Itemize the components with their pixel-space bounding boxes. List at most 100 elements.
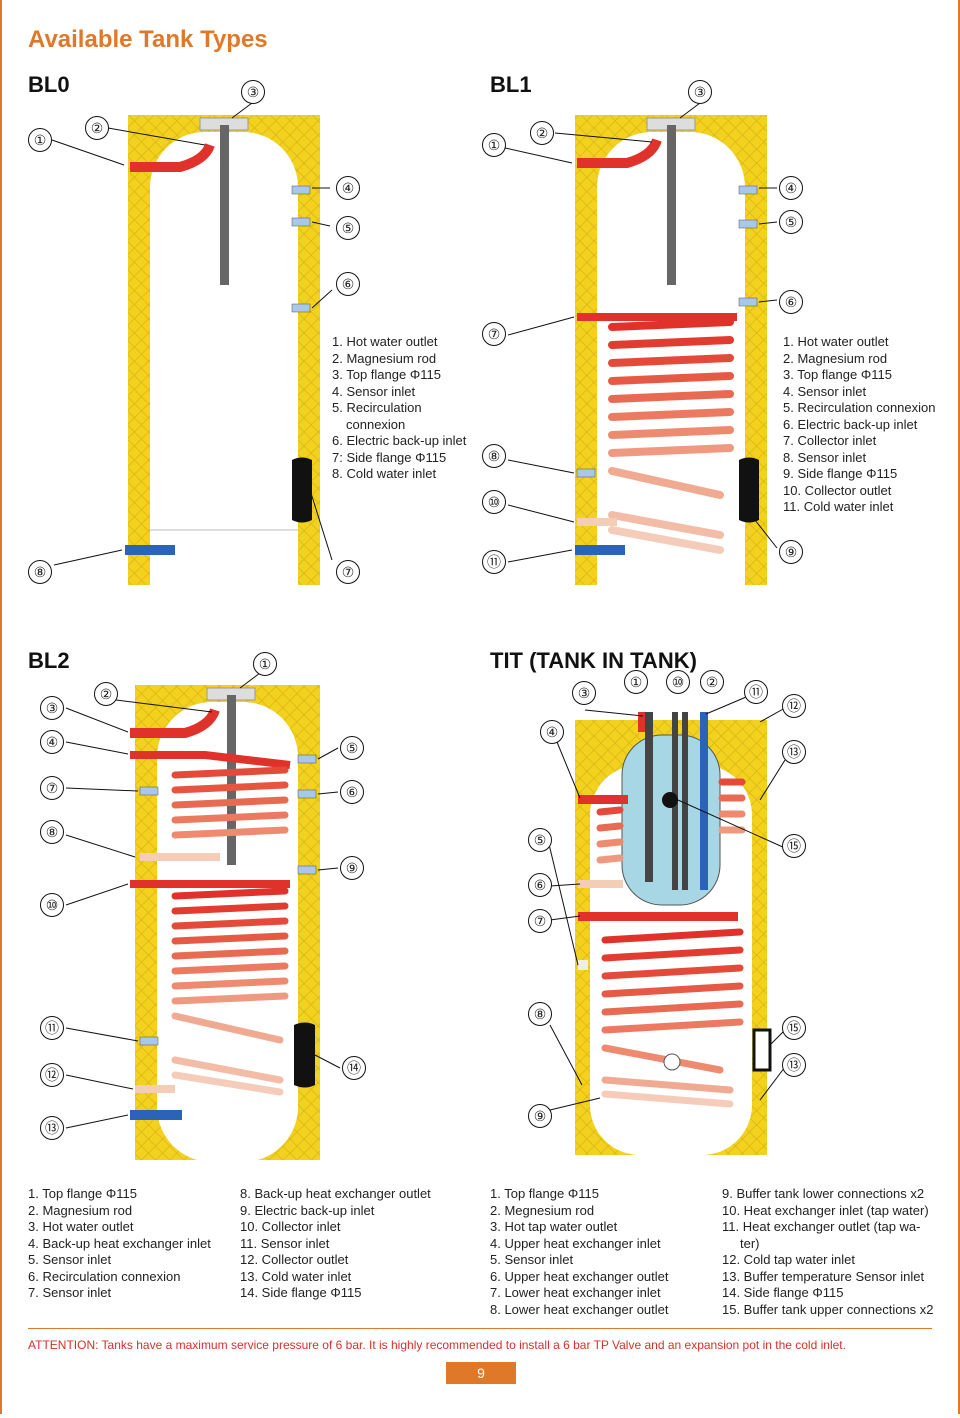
bl2-heading: BL2 <box>28 648 70 673</box>
bl1-callout-1: ① <box>482 133 506 157</box>
bl2-callout-7: ⑦ <box>40 776 64 800</box>
tit-legend-item: 15. Buffer tank upper connections x2 <box>722 1301 934 1317</box>
tit-callout-12: ⑫ <box>782 694 806 718</box>
tit-callout-2: ② <box>700 670 724 694</box>
bl1-callout-5: ⑤ <box>779 210 803 234</box>
bl0-legend-item: 3. Top flange Φ115 <box>332 367 441 382</box>
bl0-callout-4: ④ <box>336 176 360 200</box>
tit-legend-item: 5. Sensor inlet <box>490 1252 574 1267</box>
bl0-callout-5: ⑤ <box>336 216 360 240</box>
bl1-legend-item: 3. Top flange Φ115 <box>783 367 892 382</box>
tit-heading: TIT (TANK IN TANK) <box>490 648 697 673</box>
bl1-callout-9: ⑨ <box>779 540 803 564</box>
tit-legend-item: 1. Top flange Φ115 <box>490 1186 599 1201</box>
bl1-callout-6: ⑥ <box>779 290 803 314</box>
bl2-legend-col2: 8. Back-up heat exchanger outlet 9. Elec… <box>240 1186 431 1302</box>
bl1-legend-item: 10. Collector outlet <box>783 482 892 498</box>
tit-legend-item: 8. Lower heat exchanger outlet <box>490 1301 669 1317</box>
bl0-tank-drawing <box>51 102 333 590</box>
tit-callout-6: ⑥ <box>528 873 552 897</box>
bl1-callout-10: ⑩ <box>482 490 506 514</box>
bl2-legend-item: 13. Cold water inlet <box>240 1268 352 1284</box>
bl0-legend-item: 5. Recirculation <box>332 400 422 415</box>
bl1-legend-item: 1. Hot water outlet <box>783 334 889 349</box>
bl2-legend-item: 12. Collector outlet <box>240 1252 349 1267</box>
bl0-legend-item: 7: Side flange Φ115 <box>332 449 447 465</box>
bl1-legend-item: 8. Sensor inlet <box>783 449 867 465</box>
bl2-legend-item: 9. Electric back-up inlet <box>240 1202 375 1218</box>
page-title: Available Tank Types <box>28 26 268 53</box>
bl1-callout-2: ② <box>530 121 554 145</box>
tit-callout-15-bottom: ⑮ <box>782 1016 806 1040</box>
bl2-callout-2: ② <box>94 682 118 706</box>
bl1-callout-11: ⑪ <box>482 550 506 574</box>
bl2-callout-3: ③ <box>40 696 64 720</box>
bl2-legend-item: 5. Sensor inlet <box>28 1252 112 1267</box>
bl1-callout-8: ⑧ <box>482 444 506 468</box>
tit-callout-10: ⑩ <box>666 670 690 694</box>
bl1-legend: 1. Hot water outlet 2. Magnesium rod 3. … <box>783 334 935 516</box>
bl2-legend-item: 4. Back-up heat exchanger inlet <box>28 1235 211 1251</box>
bl2-callout-12: ⑫ <box>40 1063 64 1087</box>
bl1-callout-7: ⑦ <box>482 322 506 346</box>
tit-legend-item: 10. Heat exchanger inlet (tap water) <box>722 1202 929 1218</box>
bl0-callout-3: ③ <box>241 80 265 104</box>
bl0-callout-7: ⑦ <box>336 560 360 584</box>
tit-tank-drawing <box>547 691 786 1155</box>
tit-callout-8: ⑧ <box>528 1002 552 1026</box>
bl2-legend-item: 6. Recirculation connexion <box>28 1268 181 1284</box>
bl0-callout-8: ⑧ <box>28 560 52 584</box>
tit-callout-3: ③ <box>572 681 596 705</box>
tit-legend-item: 6. Upper heat exchanger outlet <box>490 1268 669 1284</box>
bl1-callout-4: ④ <box>779 176 803 200</box>
tit-callout-4: ④ <box>540 720 564 744</box>
bl2-legend-item: 11. Sensor inlet <box>240 1235 330 1251</box>
tit-legend-item: 7. Lower heat exchanger inlet <box>490 1285 661 1300</box>
tit-callout-15-top: ⑮ <box>782 834 806 858</box>
bl0-legend-item: 1. Hot water outlet <box>332 334 438 349</box>
tit-legend-item: 11. Heat exchanger outlet (tap wa- <box>722 1219 921 1234</box>
bl0-callout-2: ② <box>85 116 109 140</box>
tit-callout-1: ① <box>624 670 648 694</box>
bl2-callout-8: ⑧ <box>40 820 64 844</box>
bl1-legend-item: 5. Recirculation connexion <box>783 400 936 415</box>
bl0-legend-item: 4. Sensor inlet <box>332 383 416 399</box>
bl2-tank-drawing <box>65 672 341 1162</box>
tit-legend-item: 2. Megnesium rod <box>490 1202 595 1218</box>
bl2-callout-5: ⑤ <box>340 736 364 760</box>
tit-legend-item: 4. Upper heat exchanger inlet <box>490 1235 661 1251</box>
bl2-callout-14: ⑭ <box>342 1056 366 1080</box>
tit-legend-item: 3. Hot tap water outlet <box>490 1219 618 1234</box>
bl2-legend-col1: 1. Top flange Φ115 2. Magnesium rod 3. H… <box>28 1186 211 1302</box>
bl2-legend-item: 2. Magnesium rod <box>28 1202 133 1218</box>
bl2-legend-item: 14. Side flange Φ115 <box>240 1285 362 1300</box>
bl1-tank-drawing <box>504 102 778 590</box>
bl2-legend-item: 8. Back-up heat exchanger outlet <box>240 1186 431 1201</box>
bl0-legend-item: connexion <box>346 416 406 432</box>
tit-legend-item: ter) <box>740 1235 760 1251</box>
attention-note: ATTENTION: Tanks have a maximum service … <box>28 1338 846 1352</box>
bl2-callout-6: ⑥ <box>340 780 364 804</box>
bl0-callout-6: ⑥ <box>336 272 360 296</box>
tit-legend-item: 13. Buffer temperature Sensor inlet <box>722 1268 925 1284</box>
bl2-callout-10: ⑩ <box>40 893 64 917</box>
tit-callout-13-bottom: ⑬ <box>782 1053 806 1077</box>
bl1-legend-item: 4. Sensor inlet <box>783 383 867 399</box>
tit-legend-item: 9. Buffer tank lower connections x2 <box>722 1186 925 1201</box>
bl2-legend-item: 10. Collector inlet <box>240 1219 341 1234</box>
bl0-heading: BL0 <box>28 72 70 97</box>
tit-callout-11: ⑪ <box>744 680 768 704</box>
bl1-legend-item: 6. Electric back-up inlet <box>783 416 918 432</box>
bl0-legend-item: 2. Magnesium rod <box>332 350 437 366</box>
bl2-legend-item: 3. Hot water outlet <box>28 1219 134 1234</box>
tit-callout-9: ⑨ <box>528 1104 552 1128</box>
bl1-legend-item: 9. Side flange Φ115 <box>783 466 898 481</box>
bl0-callout-1: ① <box>28 128 52 152</box>
tit-legend-col2: 9. Buffer tank lower connections x2 10. … <box>722 1186 934 1318</box>
page-number: 9 <box>446 1362 516 1384</box>
tit-legend-col1: 1. Top flange Φ115 2. Megnesium rod 3. H… <box>490 1186 669 1318</box>
tit-callout-7: ⑦ <box>528 909 552 933</box>
bl1-callout-3: ③ <box>688 80 712 104</box>
